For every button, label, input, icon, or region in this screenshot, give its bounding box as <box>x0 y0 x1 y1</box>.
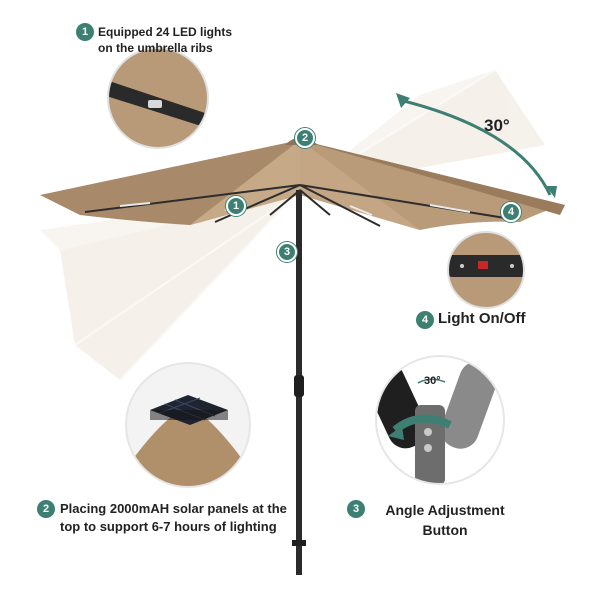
hinge-closeup <box>375 355 505 485</box>
led-closeup <box>107 47 209 149</box>
solar-closeup <box>125 362 251 488</box>
tilt-arrow-icon <box>396 93 557 198</box>
badge-4-canopy: 4 <box>501 202 521 222</box>
led-feature-line-1: Equipped 24 LED lights <box>98 25 233 39</box>
led-feature-text: Equipped 24 LED lights on the umbrella r… <box>98 24 278 56</box>
tilt-angle-label: 30° <box>484 116 510 135</box>
led-feature-line-2: on the umbrella ribs <box>98 41 213 55</box>
badge-4: 4 <box>416 311 434 329</box>
badge-2: 2 <box>37 500 55 518</box>
switch-closeup <box>447 231 525 309</box>
solar-feature-line-2: top to support 6-7 hours of lighting <box>60 519 277 534</box>
solar-feature-line-1: Placing 2000mAH solar panels at the <box>60 501 287 516</box>
badge-3: 3 <box>347 500 365 518</box>
angle-feature-line-2: Button <box>422 522 468 538</box>
crank-handle <box>294 375 304 397</box>
angle-feature-line-1: Angle Adjustment <box>385 502 505 518</box>
hinge-angle-label: 30° <box>424 375 441 387</box>
badge-3-pole: 3 <box>277 242 297 262</box>
solar-feature-text: Placing 2000mAH solar panels at the top … <box>60 500 320 536</box>
led-light-icon <box>119 202 151 207</box>
badge-2-canopy: 2 <box>295 128 315 148</box>
switch-feature-text: Light On/Off <box>438 310 526 327</box>
badge-1: 1 <box>76 23 94 41</box>
angle-feature-text: Angle Adjustment Button <box>370 500 520 540</box>
badge-1-canopy: 1 <box>226 196 246 216</box>
umbrella-pole <box>269 189 331 575</box>
rotate-arrow-icon <box>392 414 452 434</box>
led-light-icon <box>148 100 162 108</box>
